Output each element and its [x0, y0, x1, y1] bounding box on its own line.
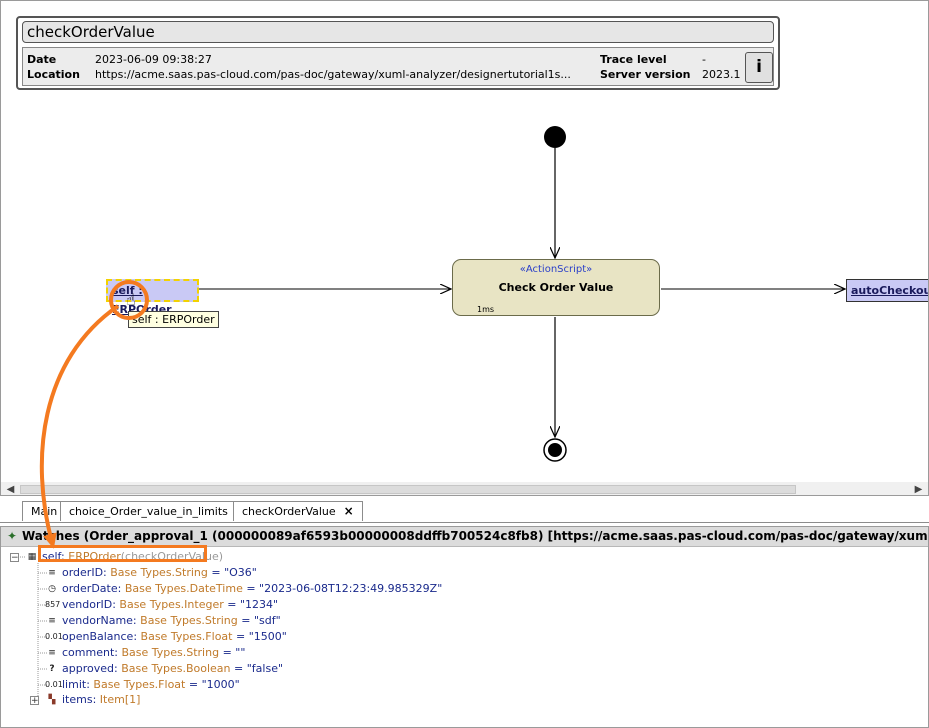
float-icon: 0.01 — [45, 678, 59, 692]
autocheckout-object-node[interactable]: autoCheckout — [846, 279, 929, 302]
diagram-canvas[interactable]: checkOrderValue Date 2023-06-09 09:38:27… — [0, 0, 929, 496]
horizontal-scrollbar[interactable]: ◀ ▶ — [1, 482, 929, 496]
expand-icon[interactable]: + — [30, 696, 39, 705]
tree-row-approved[interactable]: ?approved: Base Types.Boolean = "false" — [45, 661, 283, 677]
tree-row-comment[interactable]: ≡comment: Base Types.String = "" — [45, 645, 245, 661]
row-value: = "O36" — [211, 566, 257, 579]
row-type: Base Types.Float — [93, 678, 185, 691]
tree-row-vendorname[interactable]: ≡vendorName: Base Types.String = "sdf" — [45, 613, 281, 629]
tree-row-orderdate[interactable]: ◷orderDate: Base Types.DateTime = "2023-… — [45, 581, 442, 597]
tab-label: choice_Order_value_in_limits — [69, 505, 228, 518]
row-type: Base Types.String — [140, 614, 238, 627]
tab-label: checkOrderValue — [242, 505, 336, 518]
action-time: 1ms — [477, 305, 494, 314]
string-icon: ≡ — [45, 614, 59, 628]
tree-row-orderid[interactable]: ≡orderID: Base Types.String = "O36" — [45, 565, 257, 581]
row-name: vendorName: — [62, 614, 137, 627]
row-type: Base Types.Integer — [119, 598, 223, 611]
row-type: Base Types.Boolean — [121, 662, 230, 675]
check-order-value-action[interactable]: «ActionScript» Check Order Value 1ms — [452, 259, 660, 316]
object-icon: ▦ — [25, 550, 39, 564]
row-name: vendorID: — [62, 598, 116, 611]
row-name: orderID: — [62, 566, 107, 579]
row-name: self: — [42, 550, 65, 563]
tab-choice-order-value[interactable]: choice_Order_value_in_limits× — [60, 501, 255, 521]
initial-node[interactable] — [544, 126, 566, 148]
watches-header: ✦Watches (Order_approval_1 (000000089af6… — [1, 527, 929, 547]
row-name: comment: — [62, 646, 118, 659]
close-icon[interactable]: × — [344, 504, 354, 518]
diagram-tab-bar: Main choice_Order_value_in_limits× check… — [0, 496, 929, 523]
array-icon: ▚ — [45, 693, 59, 707]
row-value: = "1500" — [236, 630, 287, 643]
row-type: ERPOrder — [68, 550, 121, 563]
row-type: Base Types.String — [121, 646, 219, 659]
row-type: Base Types.Float — [141, 630, 233, 643]
boolean-icon: ? — [45, 662, 59, 676]
tree-row-openbalance[interactable]: 0.01openBalance: Base Types.Float = "150… — [45, 629, 287, 645]
scroll-right-icon[interactable]: ▶ — [911, 482, 926, 496]
final-node[interactable] — [544, 439, 566, 461]
row-detail: (checkOrderValue) — [121, 550, 223, 563]
row-name: limit: — [62, 678, 90, 691]
tab-label: Main — [31, 505, 57, 518]
tree-row-limit[interactable]: 0.01limit: Base Types.Float = "1000" — [45, 677, 240, 693]
row-value: = "sdf" — [241, 614, 280, 627]
string-icon: ≡ — [45, 566, 59, 580]
tree-row-vendorid[interactable]: 857vendorID: Base Types.Integer = "1234" — [45, 597, 278, 613]
collapse-icon[interactable]: − — [10, 553, 19, 562]
row-type: Base Types.DateTime — [125, 582, 243, 595]
row-value: = "1000" — [189, 678, 240, 691]
scroll-left-icon[interactable]: ◀ — [3, 482, 18, 496]
row-name: approved: — [62, 662, 118, 675]
row-value: = "1234" — [227, 598, 278, 611]
string-icon: ≡ — [45, 646, 59, 660]
watches-panel: ✦Watches (Order_approval_1 (000000089af6… — [0, 526, 929, 728]
action-stereotype: «ActionScript» — [453, 264, 659, 275]
scrollbar-thumb[interactable] — [20, 485, 796, 494]
row-name: orderDate: — [62, 582, 121, 595]
diagram-flows — [1, 1, 929, 482]
clock-icon: ◷ — [45, 582, 59, 596]
row-name: items: — [62, 693, 96, 706]
row-type: Base Types.String — [110, 566, 208, 579]
row-value: = "2023-06-08T12:23:49.985329Z" — [246, 582, 442, 595]
integer-icon: 857 — [45, 598, 59, 612]
self-object-node[interactable]: self : ERPOrder — [106, 279, 199, 302]
float-icon: 0.01 — [45, 630, 59, 644]
tab-check-order-value[interactable]: checkOrderValue × — [233, 501, 363, 521]
tree-row-self[interactable]: ▦self: ERPOrder(checkOrderValue) — [25, 549, 223, 565]
tree-row-items[interactable]: ▚items: Item[1] — [45, 692, 140, 708]
watches-title: Watches (Order_approval_1 (000000089af65… — [22, 529, 929, 543]
action-name: Check Order Value — [453, 281, 659, 294]
row-type: Item[1] — [100, 693, 141, 706]
row-value: = "" — [223, 646, 246, 659]
self-tooltip: self : ERPOrder — [128, 311, 219, 328]
row-name: openBalance: — [62, 630, 137, 643]
row-value: = "false" — [234, 662, 283, 675]
